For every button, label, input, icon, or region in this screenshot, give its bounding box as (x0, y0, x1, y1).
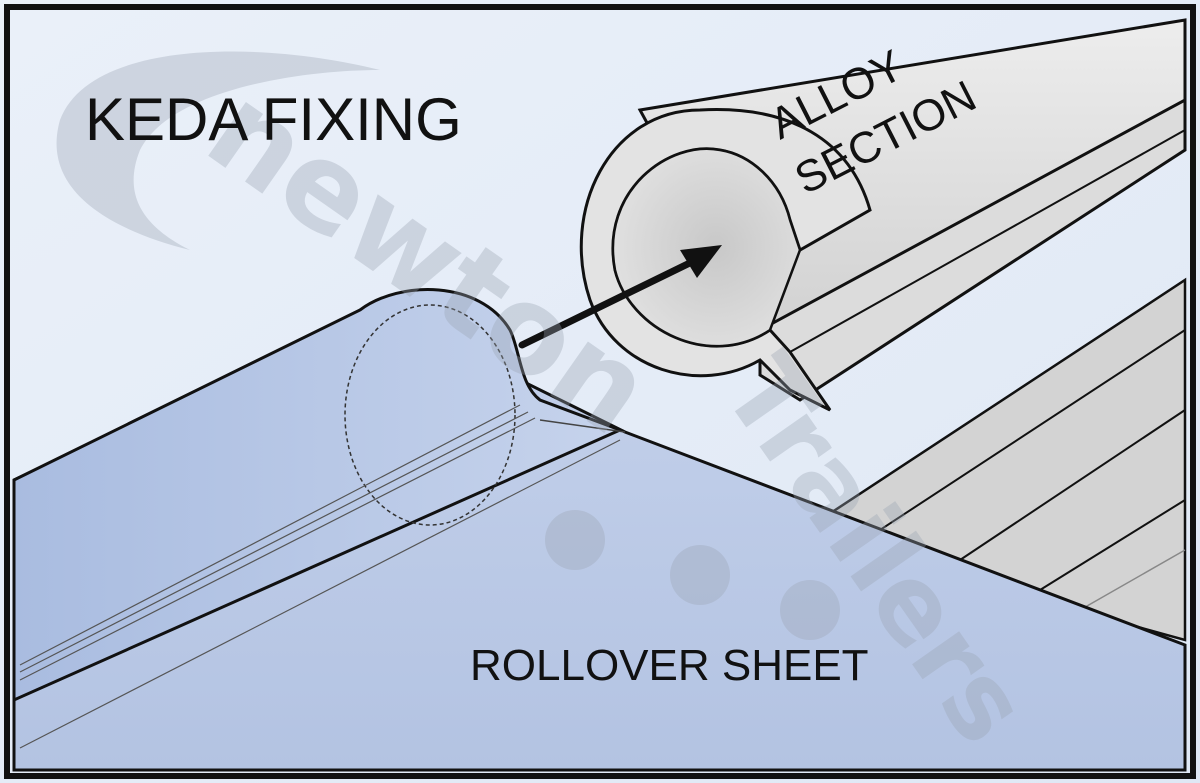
watermark-swoosh (56, 51, 380, 251)
rollover-sheet (12, 288, 1187, 772)
alloy-section (579, 18, 1187, 412)
diagram-title: KEDA FIXING (85, 86, 462, 153)
watermark-dots (545, 510, 840, 640)
rollover-sheet-label: ROLLOVER SHEET (470, 641, 869, 690)
frame-border (4, 4, 1196, 779)
insertion-arrow (518, 245, 722, 349)
